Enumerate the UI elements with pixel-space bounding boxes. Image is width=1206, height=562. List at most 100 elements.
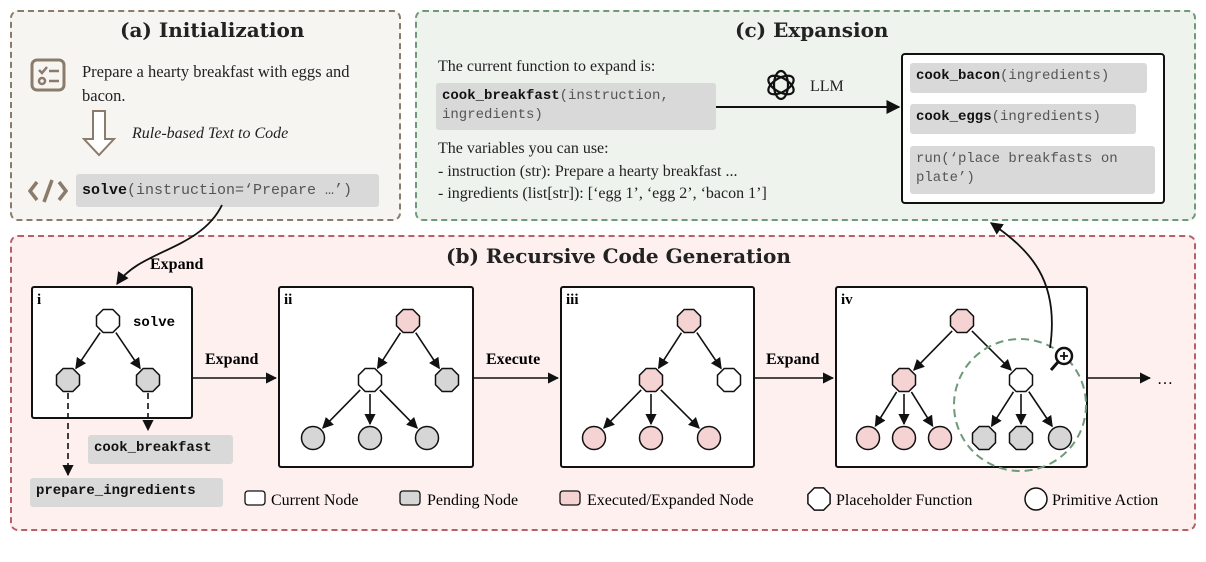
placeholder-function-node-executed: [891, 367, 917, 393]
solve-code: solve(instruction=‘Prepare …’): [76, 174, 379, 207]
placeholder-function-node-current: [95, 308, 121, 334]
prepare-ingredients-label: prepare_ingredients: [30, 478, 223, 507]
tree-edge: [322, 389, 361, 429]
expansion-intro: The current function to expand is:: [438, 58, 656, 75]
legend-pending-node: Pending Node: [427, 492, 518, 509]
code-icon: [28, 179, 68, 203]
legend-current-swatch: [244, 490, 266, 506]
tree-edge: [874, 391, 898, 428]
legend-octagon-icon: [807, 487, 831, 511]
step-label-execute: Execute: [486, 351, 540, 368]
tree-edge: [1028, 391, 1053, 428]
primitive-action-node-executed: [638, 425, 664, 451]
function-args: (instruction,: [559, 88, 669, 104]
rule-label: Rule-based Text to Code: [132, 125, 289, 142]
function-args-cont: ingredients): [442, 107, 543, 123]
root-label: solve: [133, 315, 175, 331]
label-text: cook_breakfast: [94, 440, 212, 456]
variables-title: The variables you can use:: [438, 140, 609, 157]
variable-ingredients: - ingredients (list[str]): [‘egg 1’, ‘eg…: [438, 185, 767, 202]
primitive-action-node-executed: [696, 425, 722, 451]
variable-instruction: - instruction (str): Prepare a hearty br…: [438, 163, 738, 180]
legend-executed-swatch: [559, 490, 581, 506]
placeholder-function-node-executed: [949, 308, 975, 334]
placeholder-function-node-current: [716, 367, 742, 393]
expand-top-label: Expand: [150, 256, 203, 273]
tree-edge: [376, 332, 402, 370]
legend-primitive-action: Primitive Action: [1052, 492, 1158, 509]
placeholder-function-node-pending: [55, 367, 81, 393]
legend-current-node: Current Node: [271, 492, 359, 509]
tree-edge: [660, 389, 700, 429]
placeholder-function-node-current: [357, 367, 383, 393]
primitive-action-node-pending: [414, 425, 440, 451]
checklist-icon: [30, 58, 66, 92]
primitive-action-node-pending: [300, 425, 326, 451]
primitive-action-node-executed: [927, 425, 953, 451]
function-name: cook_breakfast: [442, 88, 560, 104]
output-fn: cook_eggs: [916, 109, 992, 125]
legend-circle-icon: [1024, 487, 1048, 511]
instruction-text: Prepare a hearty breakfast with eggs and…: [82, 62, 350, 105]
initialization-title: (a) Initialization: [120, 18, 305, 42]
step-label-expand-2: Expand: [766, 351, 819, 368]
primitive-action-node-executed: [581, 425, 607, 451]
tree-panel-1: [31, 286, 193, 419]
tree-edge: [910, 391, 934, 428]
tree-edge: [971, 330, 1012, 371]
tree-edge: [913, 330, 953, 371]
legend-pending-swatch: [399, 490, 421, 506]
primitive-action-node-executed: [855, 425, 881, 451]
output-args: (ingredients): [991, 109, 1101, 125]
expand-curve-arrow: [116, 204, 223, 286]
placeholder-function-node-current: [1008, 367, 1034, 393]
tree-edge: [603, 389, 642, 429]
panel-label-iii: iii: [566, 292, 579, 308]
tree-edge: [657, 332, 683, 370]
placeholder-function-node-pending: [1008, 425, 1034, 451]
primitive-action-node-executed: [891, 425, 917, 451]
placeholder-function-node-pending: [434, 367, 460, 393]
placeholder-function-node-executed: [395, 308, 421, 334]
panel-label-ii: ii: [284, 292, 292, 308]
panel-label-i: i: [37, 292, 41, 308]
magnifier-plus: [1060, 352, 1068, 360]
output-args: run(‘place breakfasts on plate’): [916, 151, 1118, 186]
output-cook-eggs: cook_eggs(ingredients): [910, 104, 1136, 134]
continuation-ellipsis: …: [1157, 371, 1173, 388]
label-text: prepare_ingredients: [36, 483, 196, 499]
code-function: solve: [82, 182, 128, 199]
expansion-title: (c) Expansion: [735, 18, 889, 42]
output-args: (ingredients): [1000, 68, 1110, 84]
output-cook-bacon: cook_bacon(ingredients): [910, 63, 1147, 93]
legend-placeholder-function: Placeholder Function: [836, 492, 972, 509]
openai-logo-icon: [767, 69, 795, 101]
placeholder-function-node-executed: [676, 308, 702, 334]
tree-edge: [115, 332, 141, 370]
output-fn: cook_bacon: [916, 68, 1001, 84]
code-args: (instruction=‘Prepare …’): [127, 182, 353, 199]
tree-edge: [379, 389, 418, 429]
magnifier-handle: [1049, 361, 1060, 371]
focus-circle: [953, 338, 1087, 472]
placeholder-function-node-pending: [971, 425, 997, 451]
recursive-title: (b) Recursive Code Generation: [446, 244, 791, 268]
primitive-action-node-pending: [357, 425, 383, 451]
legend-executed-node: Executed/Expanded Node: [587, 492, 754, 509]
placeholder-function-node-executed: [638, 367, 664, 393]
tree-edge: [415, 332, 440, 370]
tree-edge: [75, 332, 101, 370]
tree-edge: [990, 391, 1015, 428]
zoom-to-expansion-arrow: [989, 222, 1053, 349]
llm-label: LLM: [810, 78, 844, 95]
current-function-code: cook_breakfast(instruction, ingredients): [436, 83, 716, 130]
placeholder-function-node-pending: [135, 367, 161, 393]
tree-edge: [696, 332, 722, 370]
output-run: run(‘place breakfasts on plate’): [910, 146, 1155, 194]
primitive-action-node-pending: [1047, 425, 1073, 451]
cook-breakfast-label: cook_breakfast: [88, 435, 233, 464]
panel-label-iv: iv: [841, 292, 853, 308]
down-arrow-icon: [82, 110, 117, 157]
